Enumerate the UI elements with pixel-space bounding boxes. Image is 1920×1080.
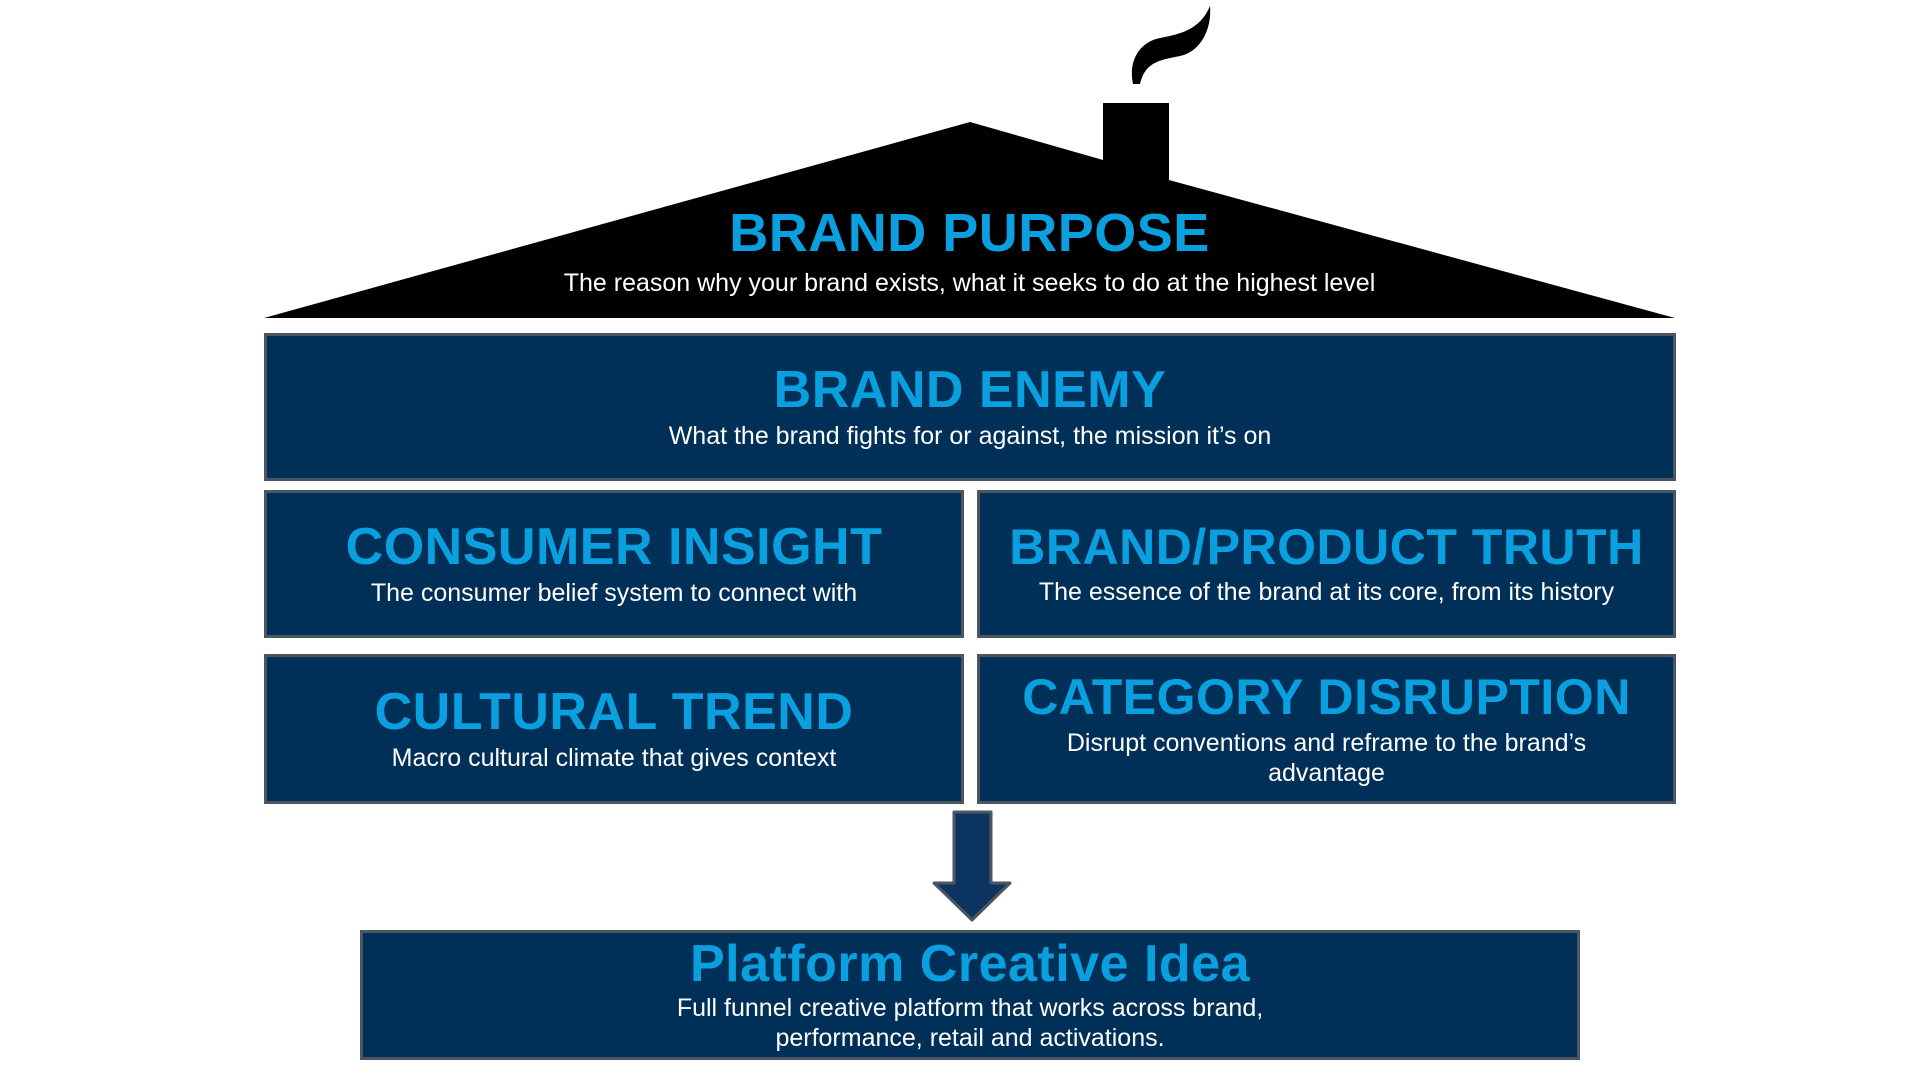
- brand-enemy-box: BRAND ENEMY What the brand fights for or…: [264, 333, 1676, 481]
- platform-creative-idea-title: Platform Creative Idea: [689, 934, 1251, 993]
- brand-enemy-subtitle: What the brand fights for or against, th…: [668, 422, 1272, 451]
- category-disruption-subtitle: Disrupt conventions and reframe to the b…: [1066, 728, 1587, 787]
- brand-product-truth-title: BRAND/PRODUCT TRUTH: [1009, 518, 1644, 575]
- brand-purpose-subtitle: The reason why your brand exists, what i…: [563, 268, 1376, 297]
- roof-shape: [264, 103, 1675, 318]
- brand-purpose-title: BRAND PURPOSE: [729, 203, 1210, 263]
- brand-product-truth-box: BRAND/PRODUCT TRUTH The essence of the b…: [977, 490, 1676, 638]
- platform-creative-idea-box: Platform Creative Idea Full funnel creat…: [360, 930, 1580, 1060]
- brand-enemy-title: BRAND ENEMY: [773, 360, 1167, 419]
- cultural-trend-box: CULTURAL TREND Macro cultural climate th…: [264, 654, 964, 804]
- brand-product-truth-subtitle: The essence of the brand at its core, fr…: [1038, 578, 1615, 607]
- consumer-insight-box: CONSUMER INSIGHT The consumer belief sys…: [264, 490, 964, 638]
- cultural-trend-title: CULTURAL TREND: [374, 682, 854, 741]
- consumer-insight-title: CONSUMER INSIGHT: [345, 517, 883, 576]
- consumer-insight-subtitle: The consumer belief system to connect wi…: [370, 579, 858, 608]
- category-disruption-box: CATEGORY DISRUPTION Disrupt conventions …: [977, 654, 1676, 804]
- cultural-trend-subtitle: Macro cultural climate that gives contex…: [391, 744, 837, 773]
- platform-creative-idea-subtitle: Full funnel creative platform that works…: [676, 994, 1264, 1053]
- category-disruption-title: CATEGORY DISRUPTION: [1022, 669, 1631, 725]
- chimney-smoke-icon: [1131, 6, 1211, 84]
- down-arrow-icon: [932, 810, 1012, 922]
- brand-purpose-roof: BRAND PURPOSE The reason why your brand …: [264, 205, 1675, 298]
